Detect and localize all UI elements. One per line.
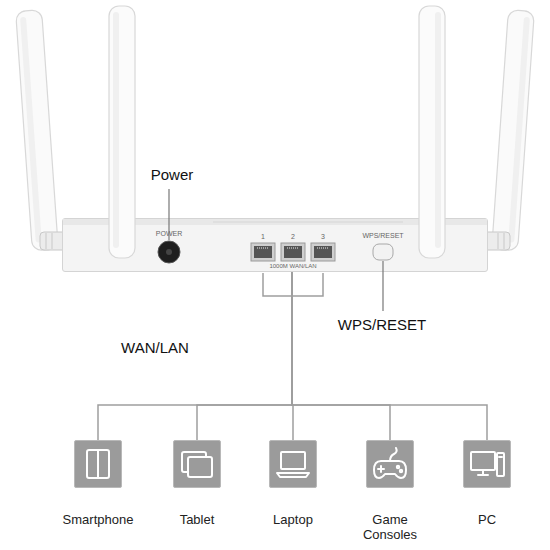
device-label: Laptop — [253, 512, 333, 527]
connector-line — [292, 272, 487, 440]
connector-line — [292, 272, 390, 440]
device-label: Tablet — [157, 512, 237, 527]
device-node: Tablet — [157, 440, 237, 527]
callout-label: WPS/RESET — [338, 316, 426, 333]
device-icon — [74, 440, 122, 488]
port-label: 1000M WAN/LAN — [269, 263, 316, 270]
port-number: 1 — [261, 233, 265, 241]
router-body: POWER 1 2 3 1000M WAN/LAN WPS/RESET — [62, 218, 488, 272]
device-icon — [173, 440, 221, 488]
device-node: Smartphone — [58, 440, 138, 527]
device-label: PC — [447, 512, 527, 527]
callout-label: Power — [151, 166, 194, 183]
device-node: Game Consoles — [350, 440, 430, 542]
button-label: WPS/RESET — [362, 232, 403, 240]
port-number: 2 — [291, 233, 295, 241]
device-node: PC — [447, 440, 527, 527]
device-icon — [366, 440, 414, 488]
device-label: Game Consoles — [350, 512, 430, 542]
connector-line — [197, 272, 292, 440]
device-label: Smartphone — [58, 512, 138, 527]
port-label: POWER — [156, 230, 182, 238]
connector-line — [98, 272, 292, 440]
device-node: Laptop — [253, 440, 333, 527]
group-label: WAN/LAN — [121, 339, 189, 356]
device-icon — [463, 440, 511, 488]
port-number: 3 — [321, 233, 325, 241]
device-icon — [269, 440, 317, 488]
